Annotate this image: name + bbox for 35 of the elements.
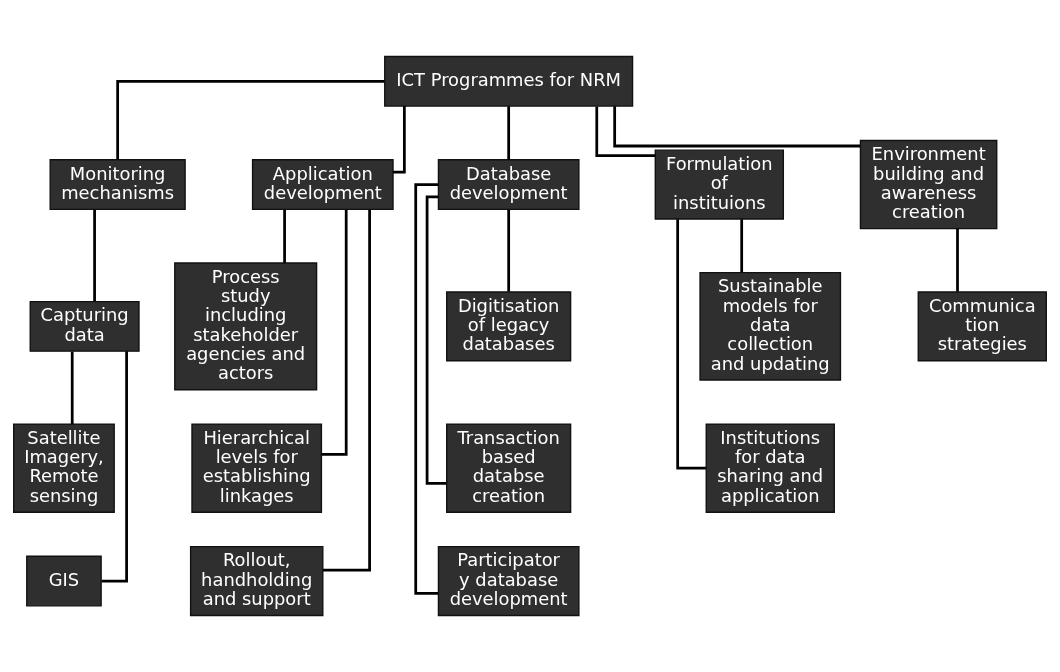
node-box: Application development [251,159,394,210]
node-box: Sustainable models for data collection and updating [699,272,842,381]
node-box: Communica tion strategies [917,291,1047,362]
node-box: Participatory database development [437,545,580,617]
node-box: Formulation of instituions [654,149,785,220]
node-box: Process study including stakeholder agencies and actors [174,262,318,391]
node-box: ICT Programmes for NRM [384,55,634,107]
connector [507,106,511,160]
connector [101,351,128,583]
node-box: Rollout, handholding and support [189,545,324,617]
connector [283,209,286,263]
node-box: Institutions for data sharing and application [705,423,835,513]
connector [393,106,406,174]
connector [613,106,861,148]
connector [70,351,74,425]
node-box: Monitoring mechanisms [49,159,186,210]
connector [425,195,447,485]
connector [507,209,511,292]
connector [956,228,959,292]
node-box: GIS [26,555,102,607]
node-box: Database development [437,159,580,210]
connector [321,209,348,456]
connector [595,106,656,157]
node-box: Environment building and awareness creation [859,139,998,230]
node-box: Digitisation of legacy databases [446,291,572,362]
node-box: Hierarchical levels for establishing linkages [191,423,323,513]
node-box: Satellite Imagery, Remote sensing [13,423,115,513]
connector [740,219,744,273]
connector [116,79,385,160]
connector [414,183,439,595]
node-box: Transaction based databse creation [446,423,572,513]
connector [676,219,706,470]
node-box: Capturing data [29,300,140,352]
connector [93,209,96,302]
connector [323,209,371,572]
